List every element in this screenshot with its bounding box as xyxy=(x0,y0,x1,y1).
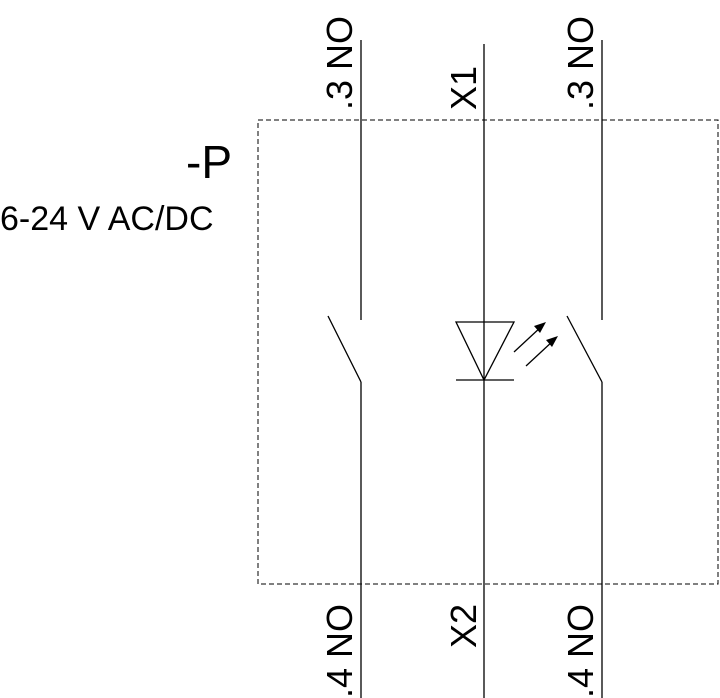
left-contact-blade xyxy=(327,315,362,383)
terminal-label-center-bottom: X2 xyxy=(443,604,484,648)
terminal-label-center-top: X1 xyxy=(443,66,484,110)
light-emission-arrows-icon xyxy=(513,322,558,367)
led-icon xyxy=(454,321,516,382)
device-designation: -P xyxy=(186,136,232,188)
led-indicator xyxy=(454,44,558,698)
terminal-label-left-bottom: .4 NO xyxy=(319,604,360,698)
terminal-label-right-bottom: .4 NO xyxy=(560,604,601,698)
right-contact xyxy=(566,40,603,698)
left-contact xyxy=(327,40,362,698)
terminal-label-left-top: .3 NO xyxy=(319,16,360,110)
right-contact-blade xyxy=(566,315,603,383)
voltage-rating: 6-24 V AC/DC xyxy=(0,200,214,238)
terminal-label-right-top: .3 NO xyxy=(560,16,601,110)
device-enclosure xyxy=(257,119,719,585)
